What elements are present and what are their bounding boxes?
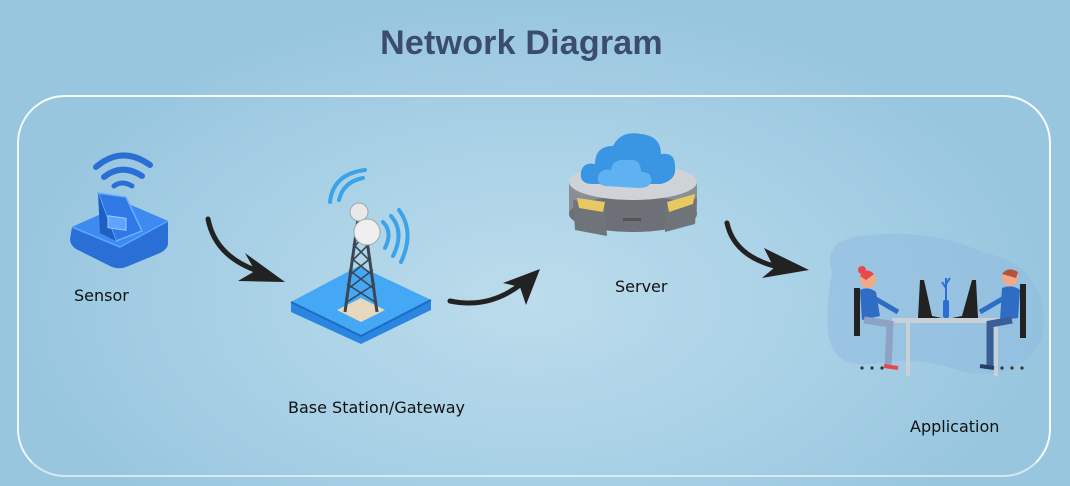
sensor-icon xyxy=(70,152,169,269)
people-at-desk-icon xyxy=(827,234,1045,376)
diagram-title: Network Diagram xyxy=(380,24,663,62)
cell-tower-icon xyxy=(290,168,432,344)
diagram-frame xyxy=(17,95,1051,477)
label-application: Application xyxy=(910,417,1000,436)
node-sensor[interactable] xyxy=(60,145,180,275)
label-server: Server xyxy=(615,277,668,296)
node-base-station[interactable] xyxy=(285,168,435,350)
arrow-sensor-to-base xyxy=(205,216,285,282)
label-sensor: Sensor xyxy=(74,286,129,305)
node-application[interactable] xyxy=(822,232,1054,382)
label-base-station: Base Station/Gateway xyxy=(288,398,465,417)
node-server[interactable] xyxy=(565,128,705,243)
arrow-base-to-server xyxy=(447,269,540,306)
cloud-server-icon xyxy=(569,133,697,236)
arrow-server-to-application xyxy=(724,220,809,278)
